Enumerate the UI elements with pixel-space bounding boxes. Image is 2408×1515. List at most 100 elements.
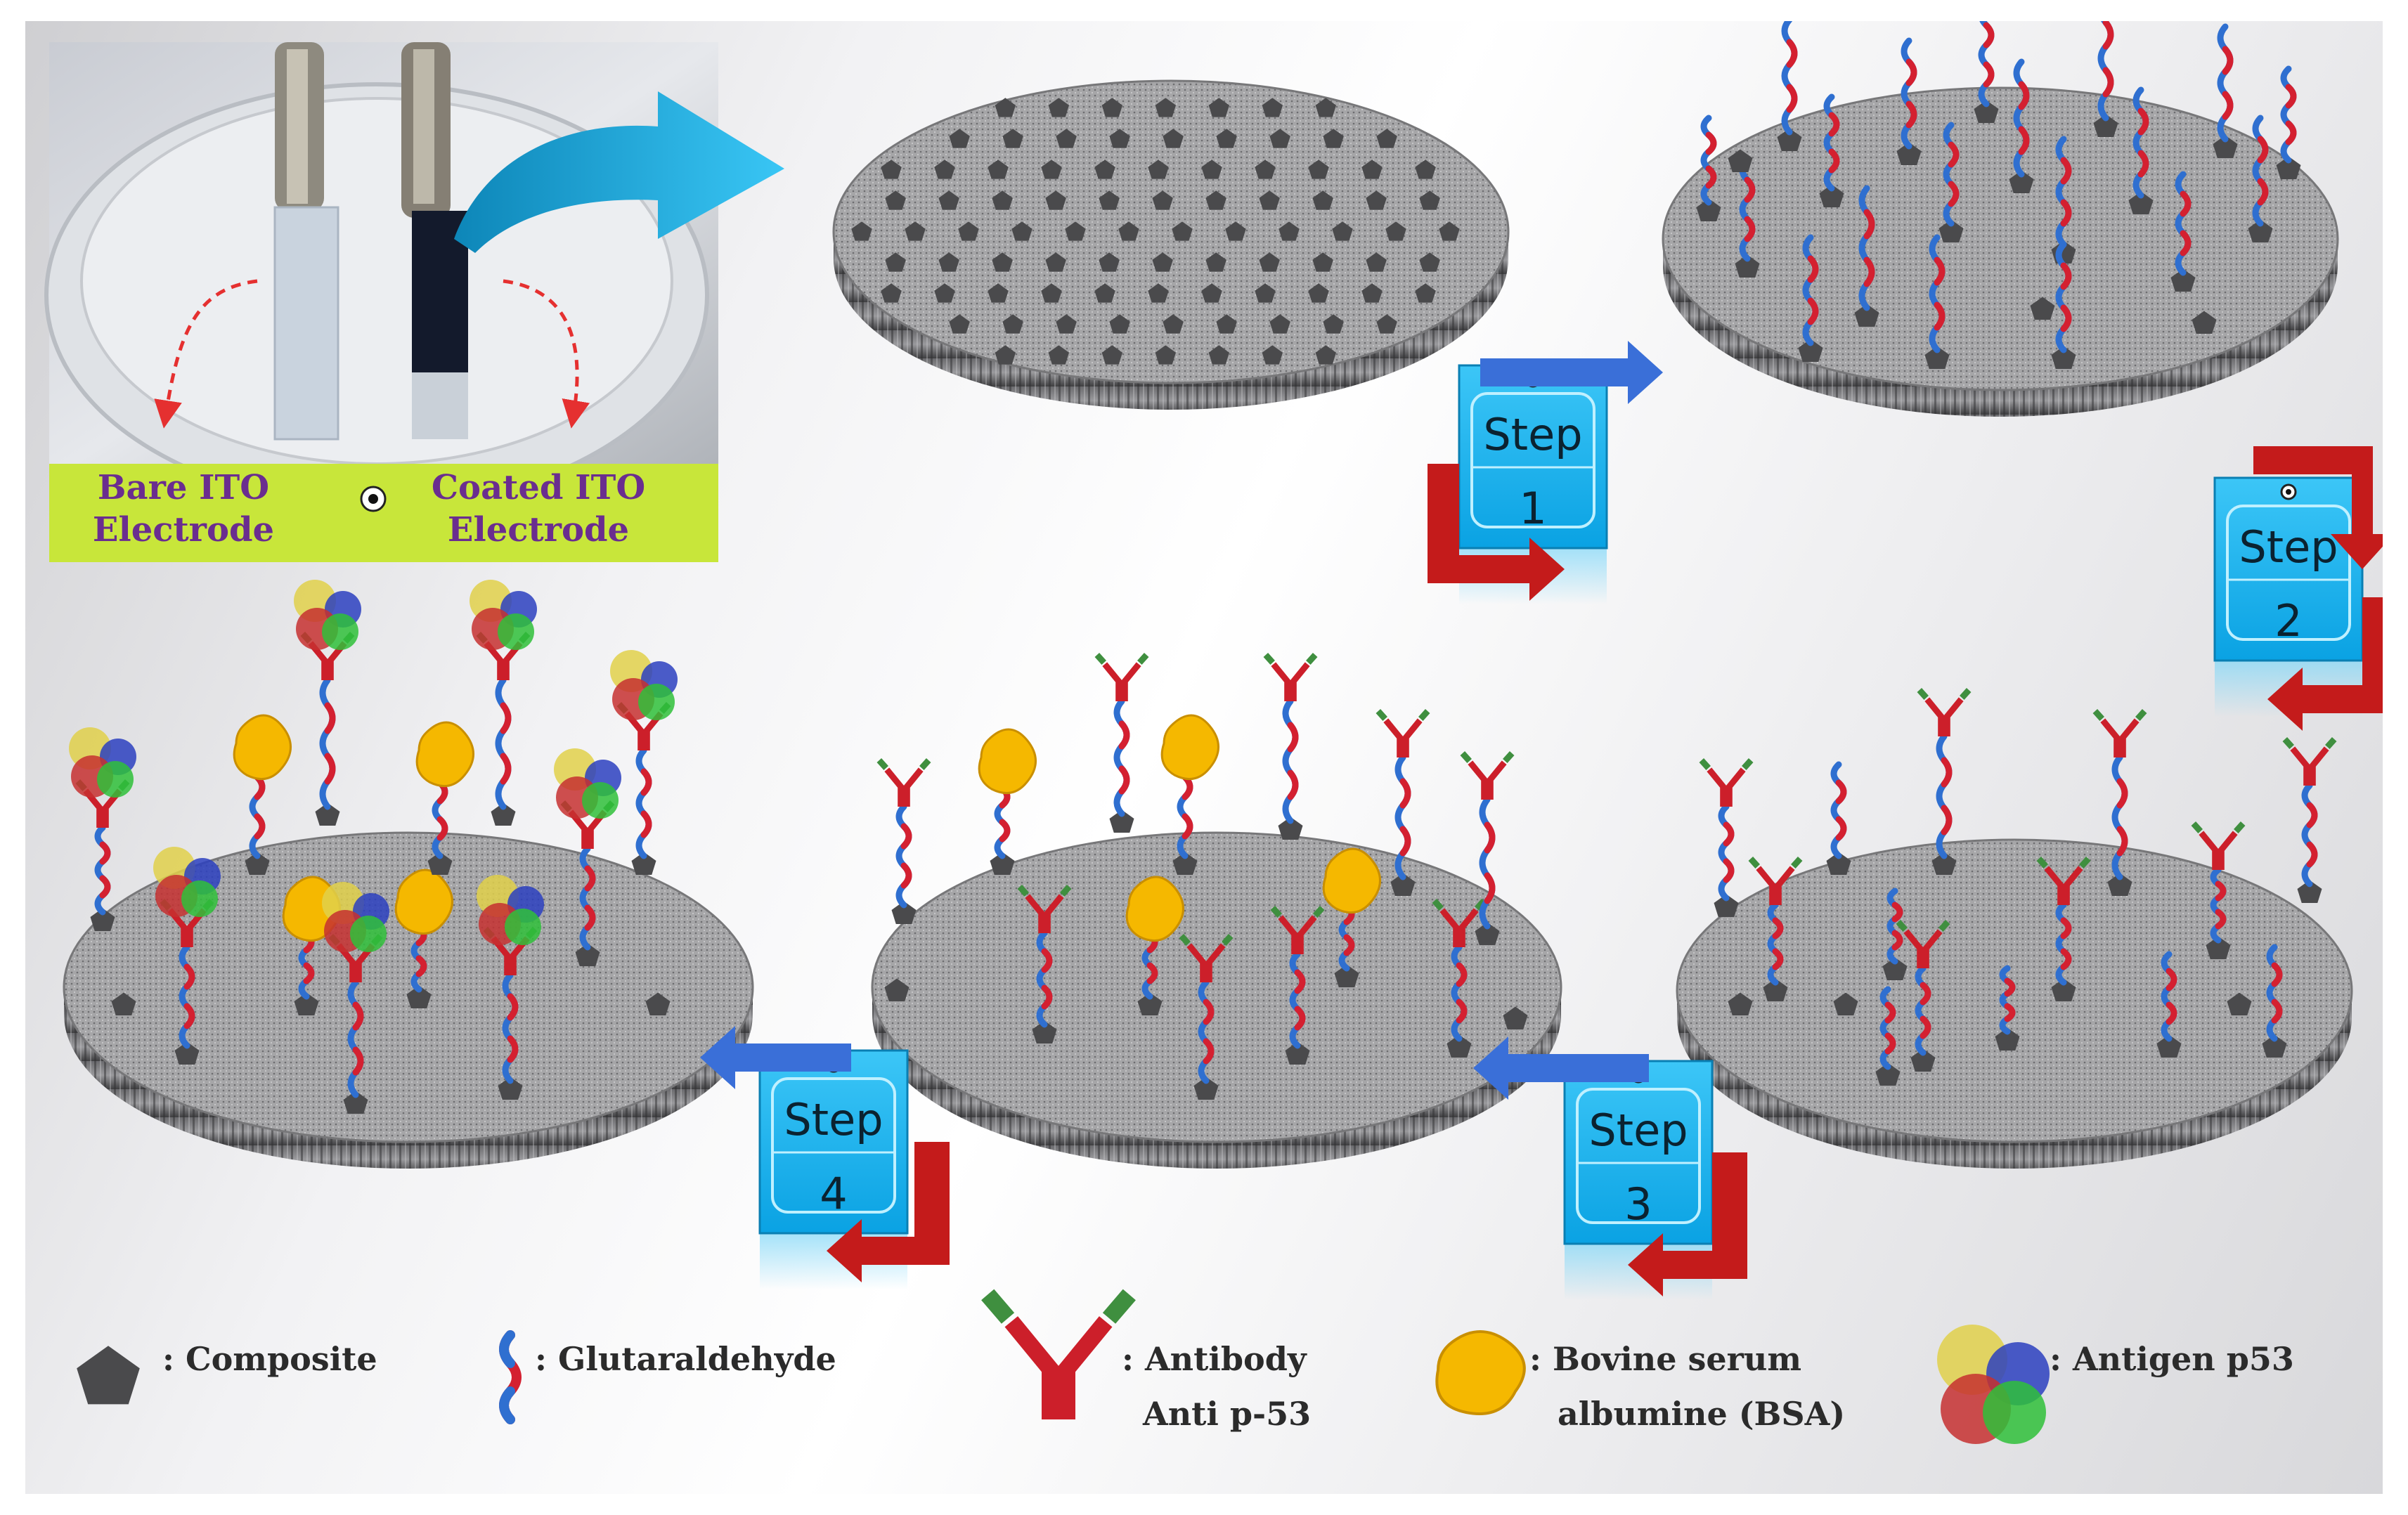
composite-particle (934, 160, 955, 179)
composite-particle (988, 283, 1009, 303)
composite-particle (1216, 314, 1237, 334)
bsa-icon (1435, 1330, 1526, 1415)
composite-particle (988, 160, 1009, 179)
coated-label-line1: Coated ITO (432, 468, 645, 507)
composite-particle (2030, 297, 2055, 320)
composite-particle (1148, 160, 1169, 179)
composite-particle (2156, 1034, 2182, 1058)
legend-glutaraldehyde: : Glutaraldehyde (535, 1340, 836, 1378)
antibody (1017, 885, 1072, 933)
glutaraldehyde-red-segment (1786, 84, 1798, 113)
glutaraldehyde-red-segment (2166, 1001, 2177, 1025)
glutaraldehyde-red-segment (1041, 948, 1053, 973)
glutaraldehyde-red-segment (1343, 934, 1355, 956)
glutaraldehyde-red-segment (2180, 230, 2192, 256)
composite-particle (1099, 252, 1120, 272)
composite-particle (885, 252, 906, 272)
composite-particle (1419, 190, 1440, 210)
glutaraldehyde-chain (1781, 21, 1798, 136)
glutaraldehyde-red-segment (183, 1003, 195, 1029)
bare-label-line1: Bare ITO (98, 468, 269, 507)
composite-particle (1201, 283, 1222, 303)
composite-particle (2213, 135, 2238, 158)
antibody (2282, 737, 2337, 786)
antibody (1699, 758, 1754, 807)
composite-particle (884, 978, 910, 1001)
composite-particle (1833, 992, 1858, 1015)
composite-particle (1323, 314, 1344, 334)
glutaraldehyde-red-segment (1828, 112, 1840, 137)
glutaraldehyde-red-segment (999, 819, 1011, 843)
composite-particle (1045, 190, 1066, 210)
composite-particle (1118, 221, 1139, 241)
electrode-photo: Bare ITO Electrode Coated ITO Electrode (44, 42, 718, 562)
composite-particle (2009, 170, 2034, 193)
glutaraldehyde-red-segment (1835, 816, 1847, 841)
glutaraldehyde-red-segment (1828, 148, 1840, 174)
badge-inner-frame (771, 1077, 896, 1214)
step-number: 1 (1519, 483, 1546, 534)
composite-particle (111, 992, 136, 1015)
disc-surface (1662, 86, 2339, 391)
composite-particle (992, 252, 1013, 272)
antibody (1375, 709, 1430, 758)
glutaraldehyde-red-segment (900, 862, 912, 889)
antibody (2191, 821, 2246, 870)
composite-particle (2206, 936, 2231, 959)
composite-particle (1308, 283, 1329, 303)
glutaraldehyde-red-segment (303, 962, 315, 984)
glutaraldehyde-red-segment (2060, 948, 2072, 970)
glutaraldehyde-red-segment (1484, 872, 1496, 904)
composite-particle (1376, 129, 1397, 148)
glutaraldehyde-chain (2280, 65, 2297, 164)
glutaraldehyde-red-segment (2102, 67, 2114, 98)
coated-label-line2: Electrode (448, 510, 629, 550)
antibody (1748, 857, 1803, 905)
glutaraldehyde-red-segment (1723, 858, 1735, 883)
legend-composite: : Composite (162, 1340, 377, 1378)
glutaraldehyde-red-segment (2180, 190, 2192, 217)
composite-particle (1163, 129, 1184, 148)
composite-particle (174, 1041, 200, 1065)
glutaraldehyde-red-segment (584, 904, 596, 931)
composite-particle (881, 283, 902, 303)
glutaraldehyde-red-segment (1835, 779, 1847, 805)
glutaraldehyde-red-segment (2018, 126, 2030, 155)
glutaraldehyde-red-segment (352, 1046, 364, 1076)
glutaraldehyde-red-segment (1863, 256, 1875, 287)
antigen-p53 (470, 580, 537, 650)
composite-particle (1109, 809, 1134, 833)
glutaraldehyde-red-segment (324, 702, 336, 734)
glutaraldehyde-red-segment (2215, 909, 2227, 930)
glutaraldehyde-chain (94, 824, 111, 916)
disc-surface (832, 79, 1510, 384)
badge-inner-frame (2226, 505, 2351, 641)
glutaraldehyde-red-segment (2137, 108, 2149, 136)
glutaraldehyde-red-segment (415, 955, 427, 977)
red-arrow (1428, 464, 1565, 601)
composite-particle (1172, 852, 1198, 875)
antibody (1179, 934, 1234, 982)
composite-particle (1419, 252, 1440, 272)
glutaraldehyde-red-segment (1786, 39, 1798, 68)
antibody (1460, 751, 1515, 800)
composite-particle (1255, 283, 1276, 303)
antigen-p53 (610, 650, 678, 720)
composite-particle (1285, 1041, 1310, 1065)
composite-particle (1735, 254, 1760, 278)
composite-particle (938, 252, 959, 272)
glutaraldehyde-red-segment (2102, 21, 2114, 50)
glutaraldehyde-red-segment (1744, 216, 1756, 242)
antibody (876, 758, 931, 807)
disc-bare-composite (832, 79, 1510, 410)
step-word: Step (2239, 521, 2338, 573)
disc-antigen (63, 580, 754, 1169)
composite-particle (1826, 852, 1851, 875)
legend-antigen: : Antigen p53 (2050, 1340, 2294, 1378)
composite-particle (1205, 252, 1226, 272)
composite-particle (2276, 156, 2301, 179)
glutaraldehyde-red-segment (1456, 999, 1468, 1024)
composite-particle (1216, 129, 1237, 148)
composite-particle (1361, 160, 1383, 179)
